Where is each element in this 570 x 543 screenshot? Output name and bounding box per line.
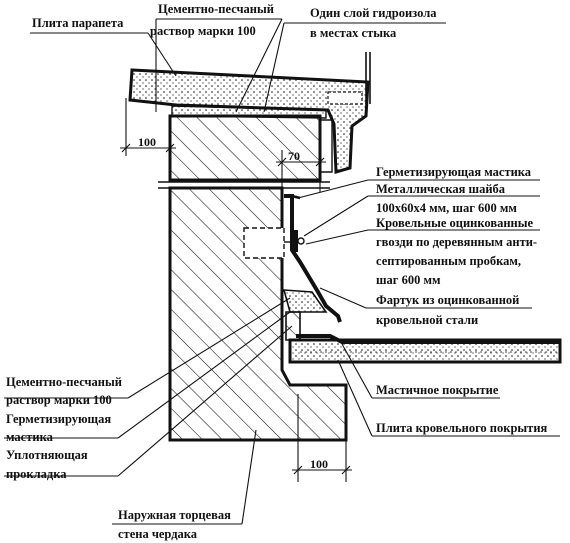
nail-washer bbox=[292, 230, 305, 252]
sealing-gasket bbox=[285, 311, 301, 341]
label-apron-2: кровельной стали bbox=[376, 313, 478, 327]
label-gasket-2: прокладка bbox=[6, 467, 67, 481]
label-mastic-top: Герметизирующая мастика bbox=[376, 165, 532, 179]
wall-upper bbox=[168, 114, 322, 182]
label-wall-2: стена чердака bbox=[118, 527, 198, 541]
label-sealing-mastic-1: Герметизирующая bbox=[6, 412, 111, 426]
dim-bottom-text: 100 bbox=[310, 457, 328, 471]
dim-overhang-text: 100 bbox=[138, 135, 156, 149]
mortar-fillet bbox=[282, 289, 328, 313]
dim-overhang: 100 bbox=[120, 98, 176, 156]
label-apron-1: Фартук из оцинкованной bbox=[376, 293, 519, 307]
dim-bottom: 100 bbox=[292, 394, 352, 482]
dim-gap-text: 70 bbox=[288, 149, 300, 163]
label-mortar-top-2: раствор марки 100 bbox=[150, 24, 256, 38]
label-gasket-1: Уплотняющая bbox=[6, 448, 88, 462]
leader-lines bbox=[4, 18, 560, 525]
parapet-anchor bbox=[327, 52, 371, 105]
label-nails-2: гвозди по деревянным анти- bbox=[376, 235, 537, 249]
wall-main bbox=[168, 186, 348, 442]
label-wall-1: Наружная торцевая bbox=[118, 508, 231, 522]
label-washer-2: 100х60х4 мм, шаг 600 мм bbox=[376, 201, 517, 215]
label-roof-slab: Плита кровельного покрытия bbox=[376, 421, 548, 435]
dim-gap: 70 bbox=[276, 149, 326, 192]
parapet-slab bbox=[128, 68, 370, 174]
label-nails-3: септированным пробкам, bbox=[376, 254, 521, 268]
label-mortar-bot-1: Цементно-песчаный bbox=[6, 375, 122, 389]
wooden-plug bbox=[243, 227, 296, 259]
label-parapet-slab: Плита парапета bbox=[32, 16, 124, 30]
label-nails-1: Кровельные оцинкованные bbox=[376, 216, 534, 230]
label-washer-1: Металлическая шайба bbox=[376, 182, 506, 196]
label-mortar-bot-2: раствор марки 100 bbox=[6, 393, 112, 407]
label-nails-4: шаг 600 мм bbox=[376, 273, 441, 287]
label-mastic-cover: Мастичное покрытие bbox=[376, 383, 499, 397]
label-waterproof-2: в местах стыка bbox=[310, 26, 397, 40]
label-waterproof-1: Один слой гидроизола bbox=[310, 6, 437, 20]
label-sealing-mastic-2: мастика bbox=[6, 430, 54, 444]
label-mortar-top-1: Цементно-песчаный bbox=[158, 2, 274, 16]
mastic-cover bbox=[296, 334, 560, 344]
